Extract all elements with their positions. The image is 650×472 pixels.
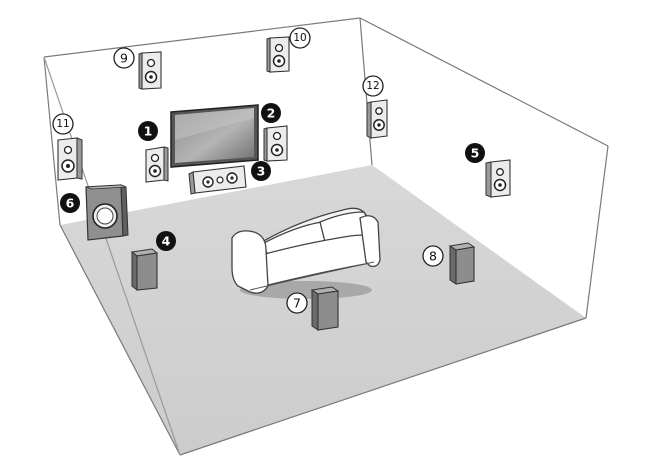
front-left-speaker <box>145 146 169 183</box>
surround-right-speaker <box>485 159 511 198</box>
front-wide-right-speaker <box>366 99 388 139</box>
svg-text:6: 6 <box>66 196 75 211</box>
surround-left-speaker <box>130 248 159 292</box>
tv-screen <box>170 104 259 168</box>
badge-front-high-right: 10 <box>289 27 311 49</box>
front-high-left-speaker <box>138 51 162 90</box>
badge-surround-right: 5 <box>465 143 485 163</box>
svg-text:8: 8 <box>429 249 437 264</box>
front-high-right-speaker <box>266 36 290 73</box>
svg-text:9: 9 <box>120 51 128 66</box>
svg-text:10: 10 <box>293 32 306 44</box>
svg-text:2: 2 <box>267 106 276 121</box>
surround-back-right-speaker <box>448 242 476 285</box>
svg-text:7: 7 <box>293 296 301 311</box>
front-right-speaker <box>263 125 288 162</box>
badge-front-wide-left: 11 <box>52 113 74 135</box>
svg-text:3: 3 <box>257 164 266 179</box>
svg-text:12: 12 <box>366 80 379 92</box>
sofa <box>231 207 381 299</box>
badge-surround-back-left: 7 <box>286 292 308 314</box>
badge-front-left: 1 <box>138 121 158 141</box>
badge-surround-back-right: 8 <box>422 245 444 267</box>
svg-text:5: 5 <box>471 146 480 161</box>
badge-front-wide-right: 12 <box>362 75 384 97</box>
front-wide-left-speaker <box>57 137 83 181</box>
badge-front-right: 2 <box>261 103 281 123</box>
svg-text:11: 11 <box>56 118 69 130</box>
badge-surround-left: 4 <box>156 231 176 251</box>
center-speaker <box>188 165 247 195</box>
badge-subwoofer: 6 <box>60 193 80 213</box>
badge-center: 3 <box>251 161 271 181</box>
svg-text:1: 1 <box>144 124 153 139</box>
surround-back-left-speaker <box>310 286 340 331</box>
badge-front-high-left: 9 <box>113 47 135 69</box>
svg-text:4: 4 <box>162 234 171 249</box>
subwoofer <box>85 184 129 241</box>
